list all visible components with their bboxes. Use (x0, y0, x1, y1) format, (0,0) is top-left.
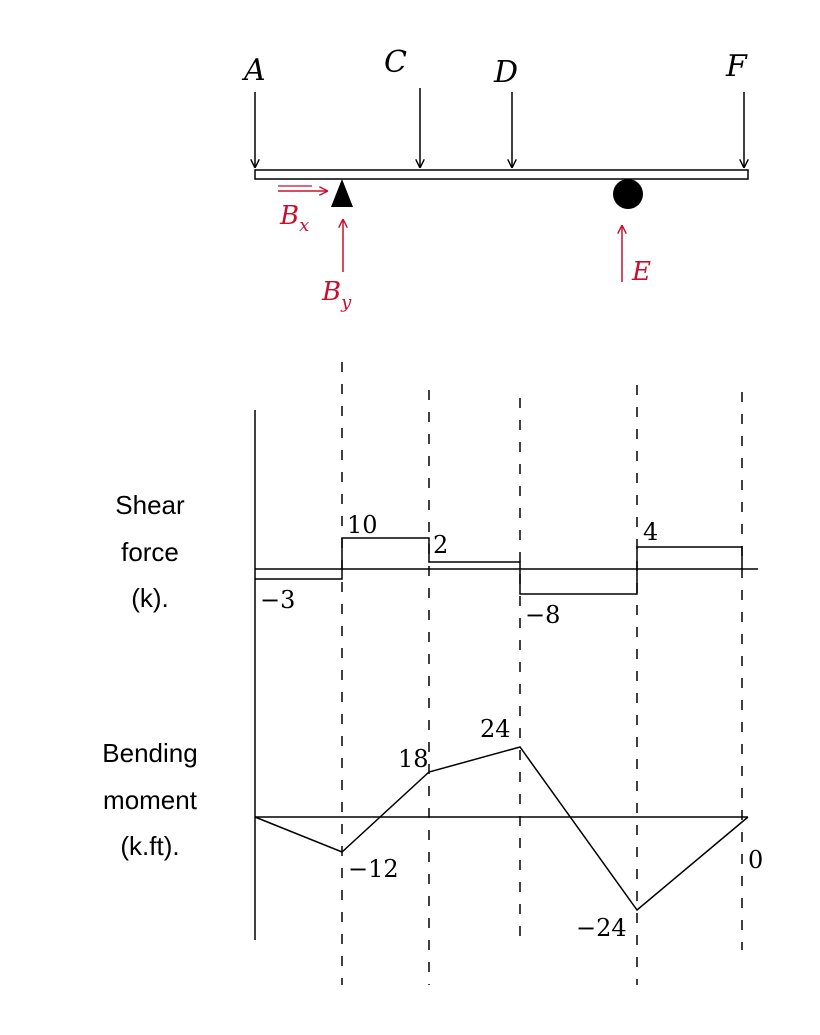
beam (254, 169, 749, 180)
moment-axis-label-line3: (k.ft). (120, 831, 179, 861)
shear-value-de: −8 (525, 601, 560, 629)
moment-value-e: −24 (576, 914, 627, 942)
point-label-f: F (725, 49, 748, 84)
pin-support (331, 179, 353, 207)
roller-support (613, 179, 643, 209)
reaction-label-bx: Bx (279, 201, 309, 236)
shear-axis-label-line1: Shear (115, 490, 185, 520)
point-label-c: C (384, 45, 407, 80)
shear-axis-label-line3: (k). (131, 583, 169, 613)
reaction-label-by: By (321, 277, 352, 313)
shear-value-cd: 2 (433, 531, 448, 559)
point-label-d: D (493, 55, 518, 90)
point-label-a: A (241, 53, 266, 88)
moment-value-d: 24 (480, 715, 511, 743)
shear-value-ef: 4 (643, 518, 658, 546)
moment-value-c: 18 (398, 745, 429, 773)
moment-diagram (254, 746, 749, 912)
shear-value-ab: −3 (260, 586, 295, 614)
shear-axis-label-line2: force (121, 537, 179, 567)
shear-diagram (255, 537, 743, 595)
moment-value-b: −12 (348, 855, 399, 883)
moment-value-f: 0 (748, 846, 763, 874)
moment-axis-label-line1: Bending (102, 738, 197, 768)
shear-value-bc: 10 (347, 511, 378, 539)
moment-axis-label-line2: moment (103, 785, 198, 815)
reaction-label-e: E (631, 257, 651, 287)
